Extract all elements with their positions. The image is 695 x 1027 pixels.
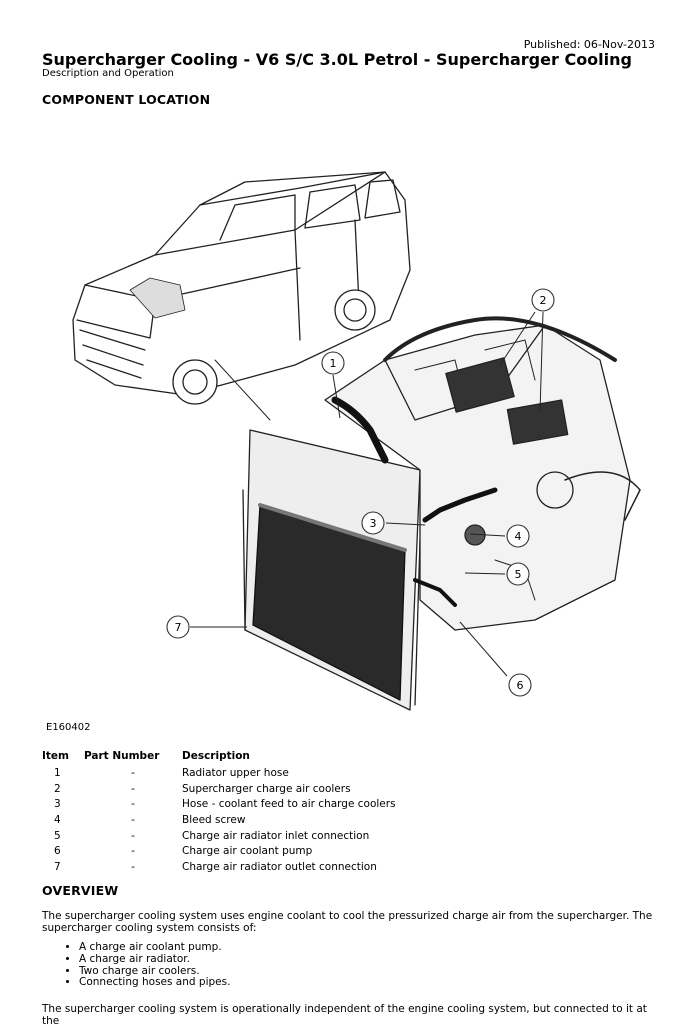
cell-item: 4 [54, 814, 61, 827]
vehicle-illustration [72, 171, 411, 421]
leader-line-2 [499, 311, 536, 366]
cell-item: 7 [54, 860, 61, 873]
table-row: 3 - Hose - coolant feed to air charge co… [42, 797, 396, 813]
callout-circle-4 [506, 524, 530, 548]
published-date: Published: 06-Nov-2013 [523, 38, 655, 51]
page-subtitle: Description and Operation [42, 68, 174, 79]
table-row: 4 - Bleed screw [42, 813, 396, 829]
col-part-number: Part Number [84, 750, 160, 762]
overview-closing: The supercharger cooling system is opera… [42, 1003, 647, 1027]
component-location-diagram: 1 2 3 4 5 6 7 [72, 171, 641, 711]
cell-part: - [131, 767, 135, 780]
table-row: 7 - Charge air radiator outlet connectio… [42, 860, 396, 876]
cell-desc: Bleed screw [182, 814, 246, 827]
list-item: A charge air radiator. [79, 953, 230, 966]
table-row: 5 - Charge air radiator inlet connection [42, 828, 396, 844]
page-title: Supercharger Cooling - V6 S/C 3.0L Petro… [42, 50, 632, 69]
cell-desc: Charge air coolant pump [182, 845, 313, 858]
callout-circle-5 [506, 562, 530, 586]
callout-2: 2 [540, 294, 547, 307]
cell-part: - [131, 814, 135, 827]
list-item: Two charge air coolers. [79, 965, 230, 978]
engine-illustration [324, 316, 641, 631]
component-location-heading: COMPONENT LOCATION [42, 92, 211, 107]
cell-part: - [131, 782, 135, 795]
callout-circle-3 [361, 511, 385, 535]
cell-desc: Charge air radiator outlet connection [182, 860, 377, 873]
callout-circle-6 [508, 673, 532, 697]
leader-line-4 [469, 533, 506, 537]
cell-item: 3 [54, 798, 61, 811]
col-description: Description [182, 750, 250, 762]
callout-4: 4 [515, 530, 522, 543]
cell-desc: Hose - coolant feed to air charge cooler… [182, 798, 396, 811]
table-row: 1 - Radiator upper hose [42, 766, 396, 782]
callout-3: 3 [370, 517, 377, 530]
list-item: Connecting hoses and pipes. [79, 977, 230, 989]
cell-part: - [131, 798, 135, 811]
table-row: 2 - Supercharger charge air coolers [42, 782, 396, 798]
cell-item: 2 [54, 782, 61, 795]
callout-circle-1 [321, 351, 345, 375]
cell-item: 6 [54, 845, 61, 858]
parts-table: Item Part Number Description 1 - Radiato… [42, 750, 396, 875]
callout-circle-7 [166, 615, 190, 639]
figure-id: E160402 [46, 722, 91, 733]
callout-circle-2 [531, 288, 555, 312]
callout-5: 5 [515, 568, 522, 581]
leader-line-1 [332, 374, 341, 419]
callout-6: 6 [517, 679, 524, 692]
table-row: 6 - Charge air coolant pump [42, 844, 396, 860]
overview-intro: The supercharger cooling system uses eng… [42, 910, 653, 934]
cell-desc: Radiator upper hose [182, 767, 289, 780]
table-header-row: Item Part Number Description [42, 750, 396, 766]
leader-line-3 [385, 522, 426, 526]
cell-desc: Charge air radiator inlet connection [182, 829, 370, 842]
cell-part: - [131, 829, 135, 842]
callout-7: 7 [175, 621, 182, 634]
overview-heading: OVERVIEW [42, 883, 119, 898]
cell-part: - [131, 845, 135, 858]
cell-part: - [131, 860, 135, 873]
radiator-illustration [242, 429, 421, 711]
cell-item: 5 [54, 829, 61, 842]
cell-desc: Supercharger charge air coolers [182, 782, 351, 795]
cell-item: 1 [54, 767, 61, 780]
callout-1: 1 [330, 357, 337, 370]
list-item: A charge air coolant pump. [79, 941, 230, 954]
leader-line-2b [539, 311, 544, 413]
leader-line-5 [464, 572, 506, 575]
col-item: Item [42, 750, 69, 762]
overview-list: A charge air coolant pump. A charge air … [42, 941, 230, 989]
leader-line-6 [459, 621, 508, 677]
